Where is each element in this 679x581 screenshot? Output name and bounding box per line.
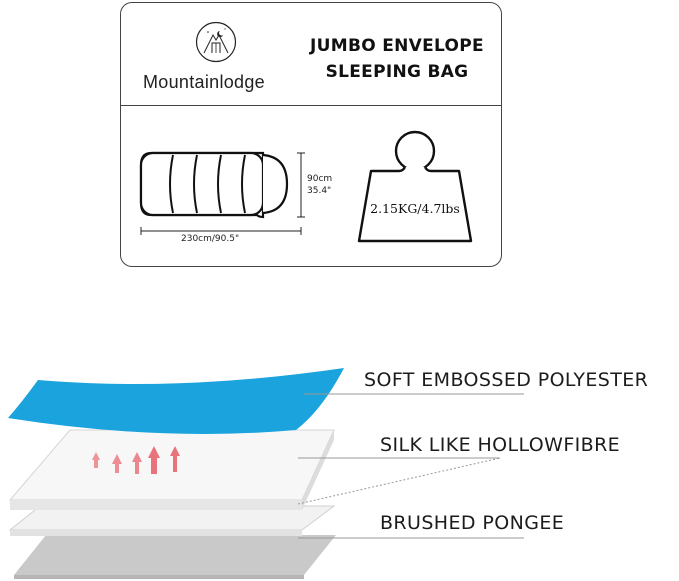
- layer-label-pongee: BRUSHED PONGEE: [380, 512, 565, 534]
- height-cm: 90cm: [307, 174, 333, 184]
- pongee-layer: [14, 535, 336, 575]
- spec-card: Mountainlodge JUMBO ENVELOPE SLEEPING BA…: [120, 2, 502, 267]
- product-title-line-1: JUMBO ENVELOPE: [310, 36, 484, 56]
- height-in: 35.4": [307, 186, 332, 196]
- height-dimension: 90cm 35.4": [307, 173, 332, 197]
- layer-label-polyester: SOFT EMBOSSED POLYESTER: [364, 369, 649, 391]
- weight-value: 2.15KG/4.7lbs: [370, 201, 460, 216]
- layer-label-hollowfibre: SILK LIKE HOLLOWFIBRE: [380, 434, 621, 456]
- brand-name: Mountainlodge: [143, 72, 265, 92]
- weight-icon: [357, 130, 473, 243]
- fabric-layers-diagram: [8, 368, 524, 579]
- heat-arrow-icon: [92, 446, 180, 474]
- mountain-logo-icon: [195, 21, 237, 63]
- polyester-layer: [8, 368, 344, 434]
- product-title-line-2: SLEEPING BAG: [325, 62, 469, 82]
- sleeping-bag-icon: [139, 151, 305, 235]
- card-divider: [121, 105, 501, 106]
- length-dimension: 230cm/90.5": [181, 234, 240, 244]
- product-title: JUMBO ENVELOPE SLEEPING BAG: [297, 33, 497, 85]
- hollowfibre-layer: [8, 429, 335, 501]
